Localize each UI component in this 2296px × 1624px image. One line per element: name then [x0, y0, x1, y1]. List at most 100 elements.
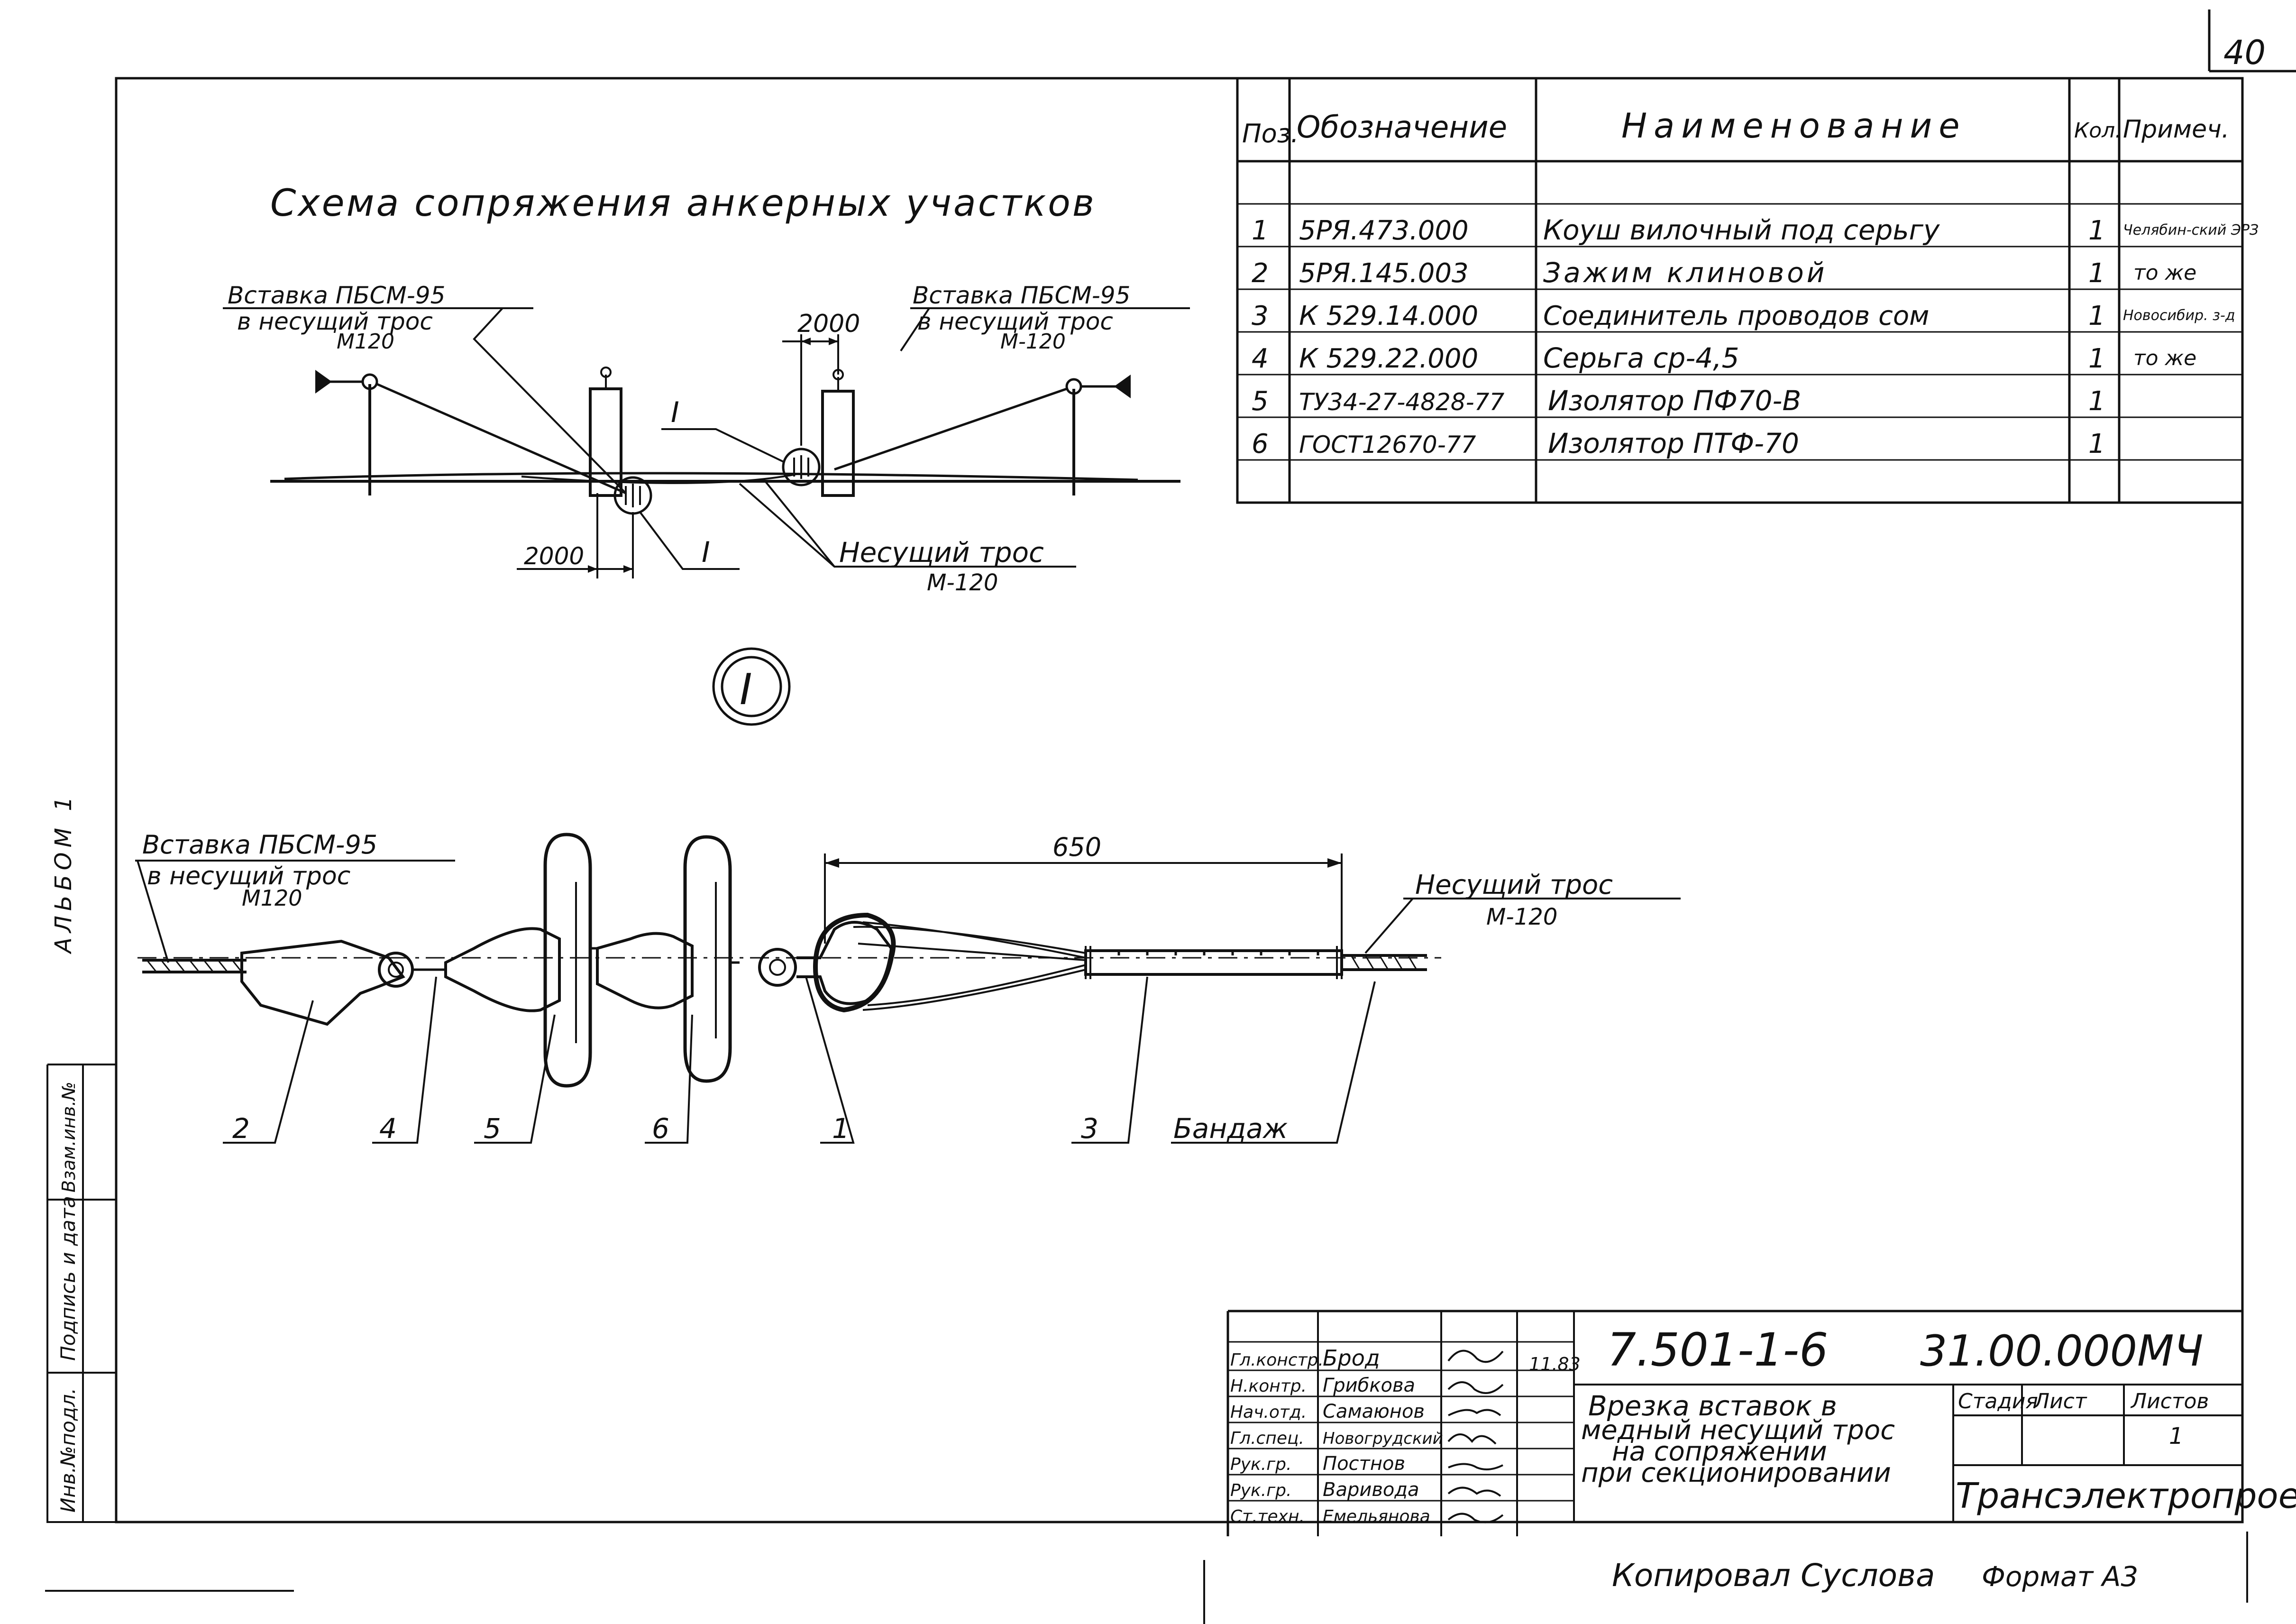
scheme-insert-left-3: М120 — [337, 330, 394, 354]
detail-insulator-5 — [444, 833, 597, 1088]
detail-pos-6: 6 — [652, 1112, 669, 1145]
scheme-insert-right-3: М-120 — [1000, 330, 1066, 354]
spec-header-note: Примеч. — [2123, 115, 2229, 144]
spec-row-4-qty: 1 — [2088, 343, 2105, 374]
spec-row-1-pos: 1 — [1252, 215, 1269, 246]
scheme-right-anchor-flag — [1114, 375, 1131, 398]
spec-row-4-designation: К 529.22.000 — [1299, 343, 1478, 374]
spec-table: Поз. Обозначение Наименование Кол. Приме… — [1236, 78, 2259, 504]
title-desc-1: Врезка вставок в — [1588, 1390, 1837, 1422]
scheme-insert-left-1: Вставка ПБСМ-95 — [228, 282, 445, 309]
spec-row-2-pos: 2 — [1252, 258, 1269, 289]
scheme-insert-right-2: в несущий трос — [917, 308, 1113, 335]
spec-row-5-qty: 1 — [2088, 386, 2105, 417]
spec-row-2-note: то же — [2133, 261, 2196, 285]
spec-row-3-note: Новосибир. з-д — [2123, 307, 2235, 324]
detail-leader-5: 5 — [474, 1014, 556, 1145]
title-role-5: Рук.гр. — [1230, 1455, 1291, 1474]
spec-header-name: Наименование — [1621, 106, 1967, 146]
scheme-insert-right-1: Вставка ПБСМ-95 — [913, 282, 1130, 309]
spec-row-2-qty: 1 — [2088, 258, 2105, 289]
scheme-dim-top: 2000 — [797, 310, 860, 338]
spec-row-4-note: то же — [2133, 346, 2196, 370]
scheme-middle-mast-right — [821, 369, 855, 497]
detail-insert-2: в несущий трос — [147, 862, 350, 890]
title-person-5: Постнов — [1323, 1453, 1405, 1475]
scheme-middle-mast-left — [589, 367, 622, 497]
spec-row-5-name: Изолятор ПФ70-В — [1548, 385, 1801, 417]
detail-dim-650: 650 — [1052, 832, 1101, 862]
spec-row-4-name: Серьга ср-4,5 — [1543, 342, 1739, 374]
spec-row-1-note: Челябин-ский ЭРЗ — [2123, 222, 2259, 239]
spec-row-3-qty: 1 — [2088, 301, 2105, 331]
spec-header-qty: Кол. — [2074, 119, 2122, 143]
detail-leader-3: 3 — [1071, 976, 1148, 1145]
scheme-callout-top: I — [671, 396, 679, 429]
spec-row-6-designation: ГОСТ12670-77 — [1299, 431, 1476, 459]
title-organization: Трансэлектропроект — [1956, 1476, 2296, 1516]
spec-row-1-name: Коуш вилочный под серьгу — [1543, 214, 1940, 246]
scheme-carrier-1: Несущий трос — [839, 536, 1044, 569]
anchor-scheme: Схема сопряжения анкерных участков — [223, 182, 1190, 596]
title-date: 11.83 — [1529, 1354, 1581, 1375]
title-person-1: Брод — [1323, 1345, 1380, 1371]
footer: Копировал Суслова Формат А3 — [45, 1532, 2248, 1624]
spec-row-2-name: Зажим клиновой — [1543, 257, 1827, 289]
side-stamp-inv: Инв.№подл. — [56, 1388, 80, 1513]
title-desc-2: медный несущий трос — [1581, 1415, 1895, 1446]
detail-pos-5: 5 — [484, 1112, 501, 1145]
detail-leader-1: 1 — [805, 976, 855, 1145]
detail-bandage-label: Бандаж — [1173, 1112, 1288, 1145]
detail-pos-4: 4 — [379, 1112, 397, 1145]
sheet-number-box: 40 — [2208, 9, 2296, 73]
side-stamp-replace: Взам.инв.№ — [58, 1082, 79, 1193]
title-block: 11.83 7.501-1-6 31.00.000МЧ Гл.констр. Б… — [1226, 1310, 2296, 1536]
detail-connector — [1084, 946, 1343, 979]
title-person-7: Емельянова — [1323, 1507, 1430, 1526]
title-role-3: Нач.отд. — [1230, 1403, 1307, 1422]
side-stamp: Инв.№подл. Подпись и дата Взам.инв.№ — [46, 1064, 116, 1523]
scheme-callout-bottom: I — [702, 536, 710, 569]
spec-row-5-pos: 5 — [1252, 386, 1269, 417]
title-person-4: Новогрудский — [1323, 1429, 1443, 1448]
sheet-number: 40 — [2223, 33, 2266, 72]
detail-shackle — [378, 952, 446, 988]
detail-assembly: 650 Вставка ПБСМ-95 в несущий трос М120 … — [135, 830, 1681, 1145]
footer-format: Формат А3 — [1982, 1560, 2138, 1593]
scheme-connector-top — [782, 448, 821, 486]
title-stage-label: Стадия — [1958, 1389, 2038, 1413]
scheme-dim-bottom: 2000 — [524, 542, 584, 570]
title-role-6: Рук.гр. — [1230, 1481, 1291, 1500]
spec-row-4-pos: 4 — [1252, 343, 1269, 374]
detail-thimble — [758, 912, 896, 1013]
spec-header-designation: Обозначение — [1297, 110, 1507, 145]
title-role-1: Гл.констр. — [1230, 1350, 1324, 1370]
drawing-frame — [115, 77, 2244, 1523]
detail-marker: I — [712, 647, 791, 726]
spec-row-3-designation: К 529.14.000 — [1299, 301, 1478, 331]
detail-insert-1: Вставка ПБСМ-95 — [142, 830, 377, 860]
side-stamp-sign: Подпись и дата — [56, 1196, 80, 1361]
detail-insert-3: М120 — [242, 885, 302, 911]
detail-insert-wire — [142, 959, 247, 973]
spec-row-6-pos: 6 — [1252, 429, 1269, 459]
detail-leader-2: 2 — [223, 1000, 314, 1145]
spec-row-6-qty: 1 — [2088, 429, 2105, 459]
detail-leader-4: 4 — [372, 976, 437, 1145]
scheme-insert-left-2: в несущий трос — [237, 308, 433, 335]
spec-row-2-designation: 5РЯ.145.003 — [1299, 258, 1469, 289]
detail-pos-3: 3 — [1081, 1112, 1098, 1145]
title-desc-4: при секционировании — [1581, 1458, 1891, 1488]
title-person-3: Самаюнов — [1323, 1401, 1425, 1422]
detail-insulator-6 — [596, 835, 740, 1083]
album-label: АЛЬБОМ 1 — [50, 792, 77, 954]
scheme-title: Схема сопряжения анкерных участков — [270, 182, 1096, 225]
spec-row-1-designation: 5РЯ.473.000 — [1299, 215, 1469, 246]
title-person-6: Варивода — [1323, 1479, 1419, 1501]
scheme-carrier-line — [284, 472, 1138, 481]
detail-leader-6: 6 — [645, 1014, 693, 1145]
title-role-7: Ст.техн. — [1230, 1507, 1305, 1526]
detail-pos-1: 1 — [832, 1112, 850, 1145]
title-role-4: Гл.спец. — [1230, 1429, 1304, 1448]
